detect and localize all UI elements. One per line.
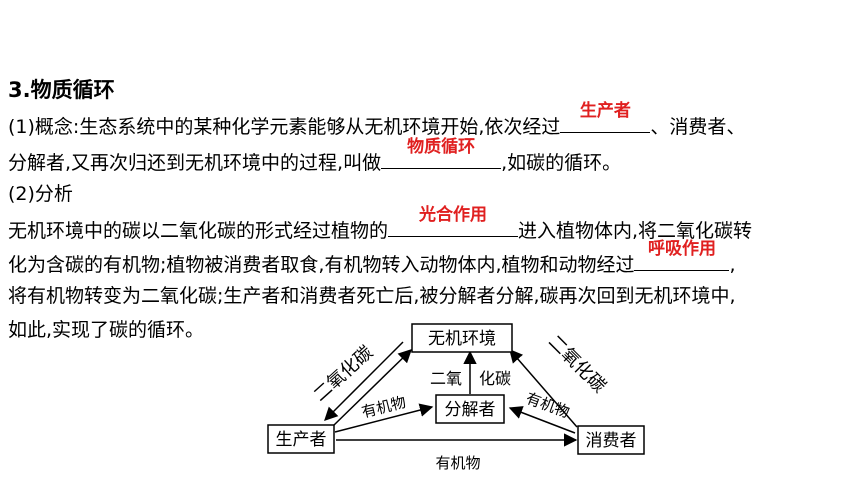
label-co2-left: 二氧化碳 [310, 342, 378, 406]
answer-blank-material-cycle: 物质循环 [381, 137, 502, 169]
analysis-text: 进入植物体内,将二氧化碳转 [518, 220, 753, 242]
label-co2-center-a: 二氧 [430, 369, 462, 388]
concept-text: (1)概念:生态系统中的某种化学元素能够从无机环境开始,依次经过 [8, 116, 561, 138]
analysis-text: 化为含碳的有机物;植物被消费者取食,有机物转入动物体内,植物和动物经过 [8, 254, 635, 276]
answer-text: 物质循环 [407, 137, 476, 157]
arrow-consumer-to-environment [509, 348, 578, 428]
label-organic-left: 有机物 [360, 393, 408, 421]
analysis-text: 如此,实现了碳的循环。 [8, 319, 205, 341]
answer-text: 光合作用 [419, 205, 488, 225]
analysis-text: 无机环境中的碳以二氧化碳的形式经过植物的 [8, 220, 389, 242]
answer-blank-producer: 生产者 [560, 101, 651, 133]
concept-text: ,如碳的循环。 [501, 152, 622, 174]
concept-line-2: 分解者,又再次归还到无机环境中的过程,叫做 物质循环 ,如碳的循环。 [8, 137, 622, 177]
node-producer: 生产者 [267, 424, 335, 454]
analysis-line-1: 无机环境中的碳以二氧化碳的形式经过植物的 光合作用进入植物体内,将二氧化碳转 [8, 205, 753, 245]
analysis-text: 将有机物转变为二氧化碳;生产者和消费者死亡后,被分解者分解,碳再次回到无机环境中… [8, 285, 736, 307]
node-label: 无机环境 [428, 329, 496, 349]
analysis-line-4: 如此,实现了碳的循环。 [8, 316, 204, 344]
answer-blank-respiration: 呼吸作用 [634, 239, 730, 271]
analysis-line-3: 将有机物转变为二氧化碳;生产者和消费者死亡后,被分解者分解,碳再次回到无机环境中… [8, 282, 736, 310]
node-label: 消费者 [586, 431, 637, 451]
arrow-environment-to-producer [324, 341, 404, 421]
node-consumer: 消费者 [577, 425, 645, 455]
answer-text: 呼吸作用 [647, 239, 716, 259]
analysis-title: (2)分析 [8, 180, 73, 208]
concept-text: 、消费者、 [650, 116, 746, 138]
concept-text: 分解者,又再次归还到无机环境中的过程,叫做 [8, 152, 382, 174]
analysis-line-2: 化为含碳的有机物;植物被消费者取食,有机物转入动物体内,植物和动物经过呼吸作用, [8, 239, 736, 279]
concept-line-1: (1)概念:生态系统中的某种化学元素能够从无机环境开始,依次经过生产者、消费者、 [8, 101, 746, 141]
node-decomposer: 分解者 [435, 394, 505, 424]
node-label: 生产者 [276, 430, 327, 450]
node-inorganic-environment: 无机环境 [411, 323, 513, 353]
answer-text: 生产者 [579, 101, 631, 121]
arrow-producer-to-environment [332, 349, 412, 427]
arrow-producer-to-decomposer [334, 403, 434, 433]
arrow-consumer-to-decomposer [508, 406, 576, 434]
analysis-heading: (2)分析 [8, 183, 73, 205]
label-co2-right: 二氧化碳 [544, 331, 610, 397]
answer-blank-photosynthesis: 光合作用 [388, 205, 519, 237]
analysis-text: , [729, 254, 736, 276]
section-title: 3.物质循环 [8, 78, 115, 102]
label-organic-bottom: 有机物 [435, 454, 480, 472]
label-co2-center-b: 化碳 [479, 369, 511, 388]
node-label: 分解者 [445, 400, 496, 420]
